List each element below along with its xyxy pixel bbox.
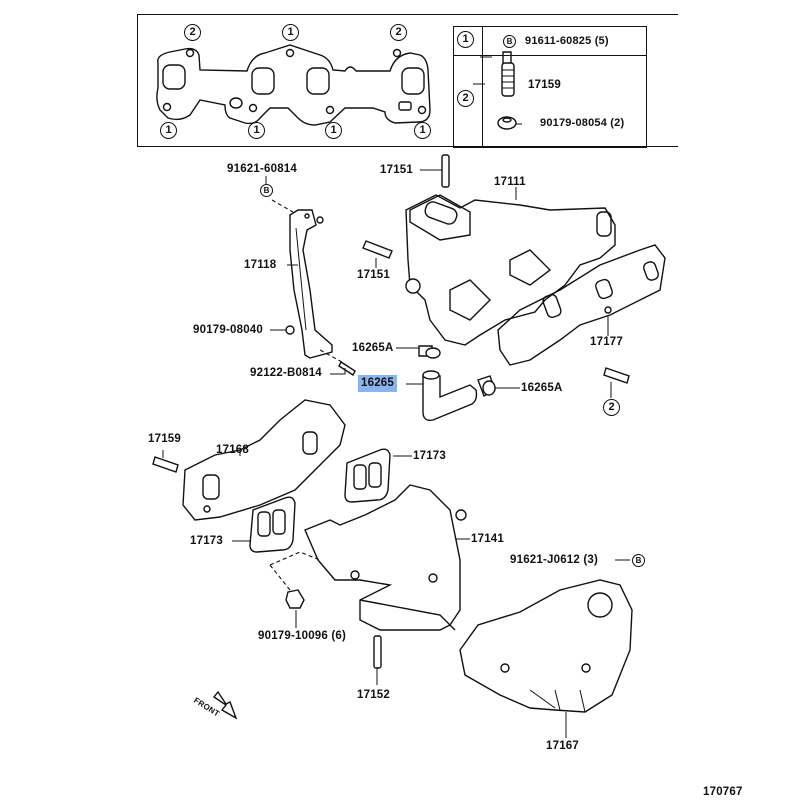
- part-label-17177[interactable]: 17177: [590, 336, 623, 348]
- legend-table-row-1: [454, 27, 646, 56]
- part-label-17168[interactable]: 17168: [216, 444, 249, 456]
- part-label-17173-right[interactable]: 17173: [413, 450, 446, 462]
- exhaust-manifold-drawing: [269, 484, 467, 631]
- gasket-callout-top-2: 1: [282, 24, 299, 41]
- part-label-91611-60825[interactable]: 91611-60825 (5): [525, 35, 609, 47]
- part-label-17152[interactable]: 17152: [357, 689, 390, 701]
- part-label-17141[interactable]: 17141: [471, 533, 504, 545]
- heat-insulator-17168-drawing: [182, 399, 346, 521]
- part-label-92122-b0814[interactable]: 92122-B0814: [250, 367, 322, 379]
- callout-key-2-icon: 2: [603, 399, 620, 416]
- gasket-callout-top-3: 2: [390, 24, 407, 41]
- part-label-16265-highlighted[interactable]: 16265: [358, 375, 397, 392]
- gasket-drawing-17173: [249, 448, 391, 553]
- part-label-17173-left[interactable]: 17173: [190, 535, 223, 547]
- gasket-callout-bottom-1: 1: [160, 122, 177, 139]
- gasket-frame: [137, 14, 678, 147]
- legend-table-drawings: [497, 62, 517, 130]
- bolt-b-symbol-icon: B: [632, 554, 645, 567]
- part-label-17151-top[interactable]: 17151: [380, 164, 413, 176]
- part-label-16265a-right[interactable]: 16265A: [521, 382, 563, 394]
- gasket-callout-bottom-3: 1: [325, 122, 342, 139]
- legend-key-2: 2: [457, 90, 474, 107]
- part-label-91621-j0612[interactable]: 91621-J0612 (3): [510, 554, 599, 566]
- bolt-b-symbol-icon: B: [260, 184, 273, 197]
- gasket-callout-bottom-2: 1: [248, 122, 265, 139]
- part-label-16265a-top[interactable]: 16265A: [352, 342, 394, 354]
- part-label-90179-08054[interactable]: 90179-08054 (2): [540, 117, 625, 129]
- intake-manifold-drawing: [405, 194, 616, 346]
- gasket-drawing-17177: [497, 244, 666, 366]
- gasket-callout-top-1: 2: [184, 24, 201, 41]
- part-label-17118[interactable]: 17118: [244, 259, 277, 271]
- bolt-b-symbol-icon: B: [503, 35, 516, 48]
- heat-insulator-17167-drawing: [459, 579, 633, 713]
- legend-key-1: 1: [457, 31, 474, 48]
- part-label-17159-table[interactable]: 17159: [528, 79, 561, 91]
- part-label-90179-08040[interactable]: 90179-08040: [193, 324, 263, 336]
- part-label-17151-left[interactable]: 17151: [357, 269, 390, 281]
- part-label-90179-10096[interactable]: 90179-10096 (6): [258, 630, 347, 642]
- part-label-91621-60814[interactable]: 91621-60814: [227, 163, 297, 175]
- bracket-drawing: [271, 199, 356, 377]
- legend-table-column-divider: [482, 27, 483, 147]
- figure-number: 170767: [703, 786, 743, 798]
- gasket-callout-bottom-4: 1: [414, 122, 431, 139]
- hose-drawing: [418, 345, 496, 422]
- part-label-17159[interactable]: 17159: [148, 433, 181, 445]
- part-label-17111[interactable]: 17111: [494, 176, 526, 188]
- part-label-17167[interactable]: 17167: [546, 740, 579, 752]
- front-arrow-icon: [212, 690, 238, 720]
- leader-lines: [162, 56, 630, 738]
- legend-table: [453, 26, 647, 148]
- gasket-drawing-top: [156, 44, 431, 126]
